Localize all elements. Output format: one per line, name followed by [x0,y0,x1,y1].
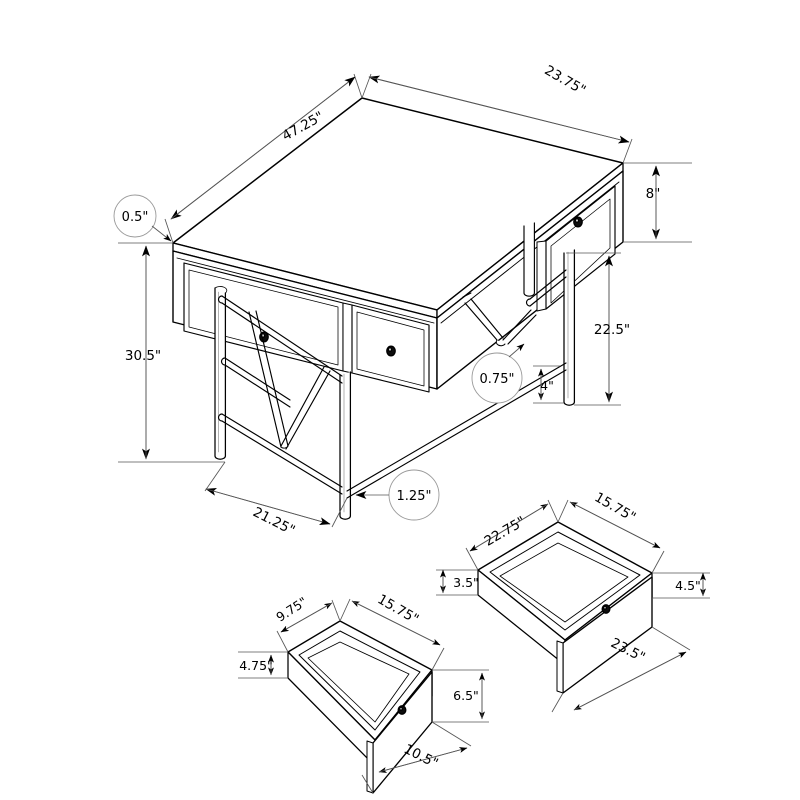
dim-21-25 [204,461,348,528]
dim-label-small-drawer-front-width: 15.75" [375,591,422,627]
dim-6-5 [432,669,489,723]
dim-label-large-drawer-front-height: 4.5" [675,578,701,593]
dim-label-lower-brace-height: 4" [540,378,554,393]
desk-drawer-face-right[interactable] [536,185,616,312]
dim-8 [623,162,692,243]
dim-label-desk-depth: 23.75" [542,62,589,98]
dim-10-5 [361,721,472,794]
callout-1-25 [355,469,440,521]
dim-22-75 [465,499,559,571]
drawer-knob-middle[interactable] [386,345,396,357]
dimension-annotation-group [113,73,710,794]
dim-9-75 [276,599,341,653]
callout-label-brace-thickness: 0.75" [480,372,515,387]
dim-47-25 [164,73,363,244]
dim-23-75 [361,73,633,164]
dim-23-5 [551,626,691,713]
dim-label-leg-clearance-height: 22.5" [594,322,630,338]
dim-label-small-drawer-box-height: 4.75" [239,658,273,673]
large-drawer-detail-geometry [477,521,653,694]
dim-15-75-large [557,499,665,574]
dim-label-small-drawer-face-width: 10.5" [401,741,441,772]
desk-leg-right-back [523,222,535,297]
dim-label-drawer-face-height: 8" [646,186,661,202]
callout-0-75 [471,343,525,404]
dim-3-5 [436,569,478,596]
callout-label-top-thickness: 0.5" [122,210,149,225]
dim-label-leg-span-depth: 21.25" [250,504,297,539]
dim-15-75-small [339,598,445,671]
callout-0-5 [113,194,172,242]
dim-4-5 [652,572,710,599]
dim-label-small-drawer-front-height: 6.5" [453,688,479,703]
dim-label-desk-total-height: 30.5" [125,348,161,364]
dim-label-large-drawer-front-width: 15.75" [592,489,639,525]
desk-drawer-face-middle[interactable] [351,304,430,393]
dim-30-5 [118,242,225,463]
small-drawer-knob[interactable] [397,705,407,715]
desk-brace-left [217,295,343,495]
desk-geometry-group [172,97,653,794]
small-drawer-detail-geometry [287,620,433,794]
large-drawer-knob[interactable] [601,604,611,614]
dim-label-small-drawer-side: 9.75" [273,594,309,625]
dim-label-large-drawer-box-height: 3.5" [453,575,479,590]
dim-4-75 [238,651,288,679]
dim-4 [533,365,564,404]
desk-leg-left-front [339,371,352,520]
drawer-knob-right[interactable] [573,216,583,228]
desk-brace-right [346,269,567,499]
desk-drawer-divider-1 [342,302,353,374]
desk-leg-right-front [563,249,576,406]
desk-leg-left-back [214,286,228,460]
callout-label-leg-diameter: 1.25" [397,489,432,504]
dim-22-5 [566,252,621,406]
